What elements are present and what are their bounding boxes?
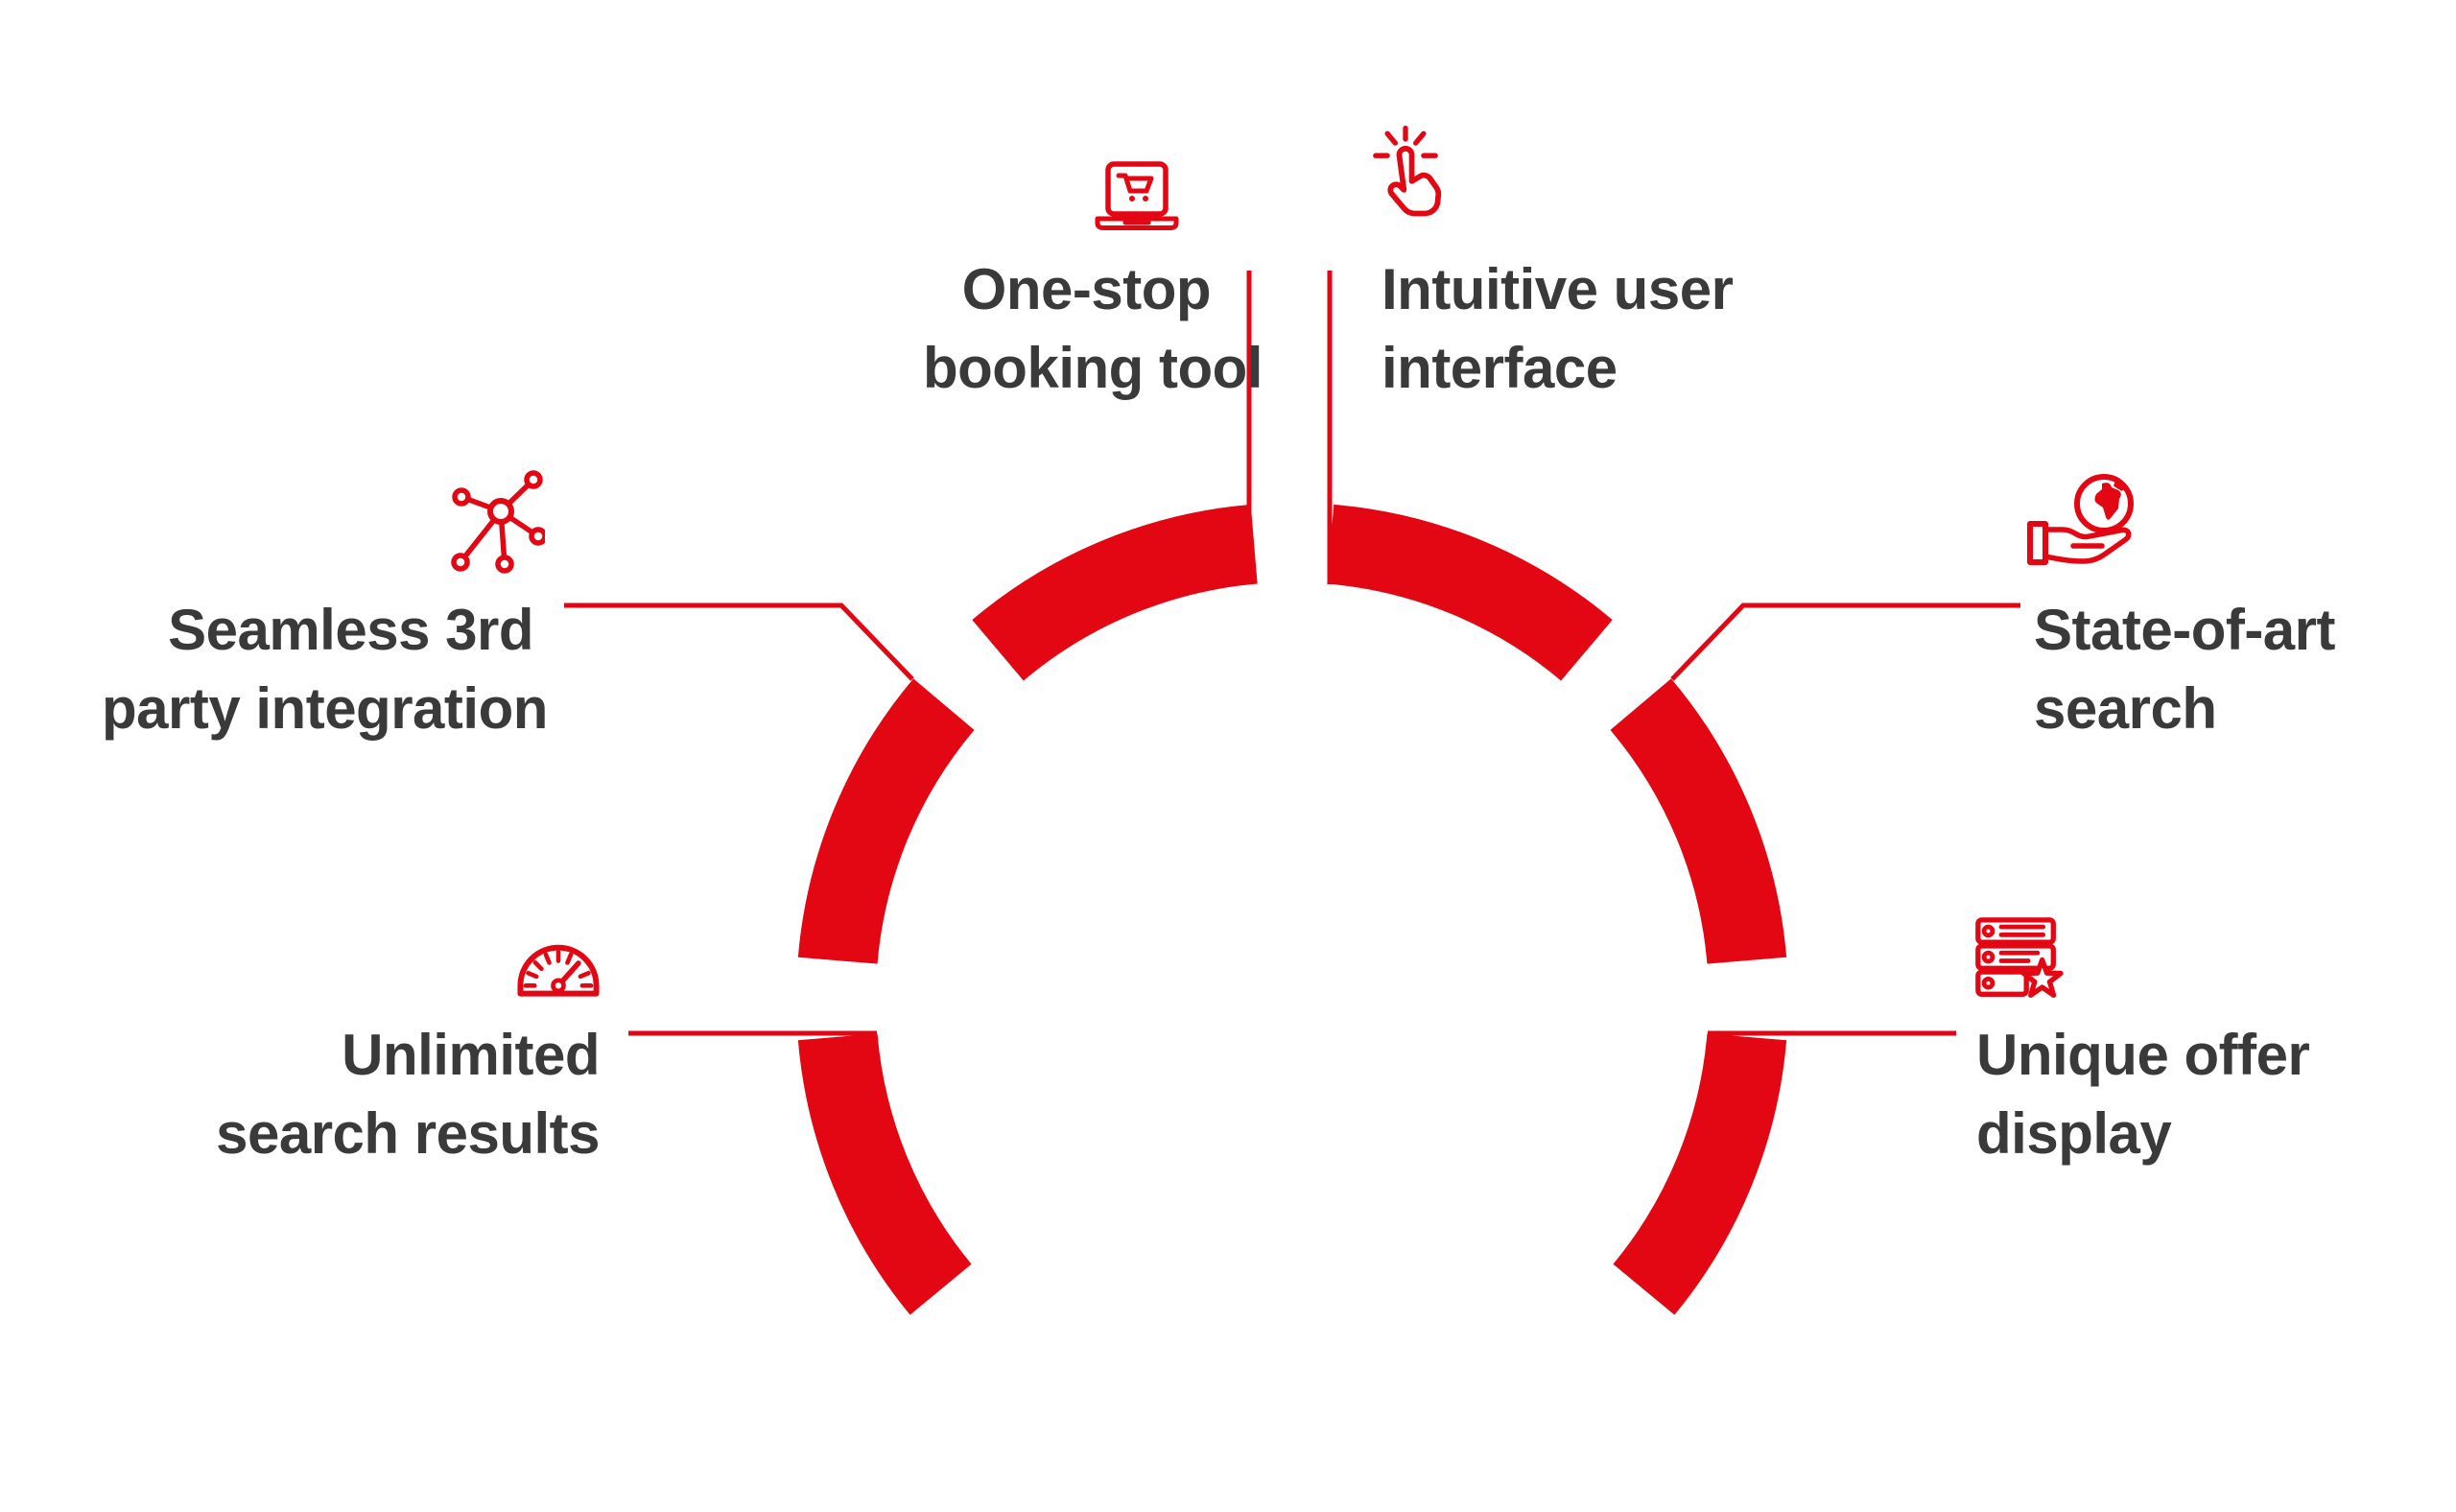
feature-label-state-of-art-search: State-of-art search [2034, 591, 2446, 748]
feature-label-line: State-of-art [2034, 598, 2336, 662]
network-icon [449, 468, 545, 576]
ring-segment-2 [972, 504, 1259, 681]
feature-label-line: Seamless 3rd [168, 598, 533, 662]
speedometer-icon [514, 933, 602, 1001]
feature-label-one-stop-booking-tool: One-stop booking tool [923, 250, 1263, 408]
connector-line-3 [1670, 602, 2020, 681]
feature-label-line: display [1976, 1101, 2172, 1166]
feature-label-seamless-3rd-party-integration: Seamless 3rd party integration [102, 591, 548, 748]
feature-label-line: search [2034, 676, 2217, 741]
hand-click-icon [1366, 125, 1445, 232]
feature-label-unique-offer-display: Unique offer display [1976, 1016, 2389, 1173]
feature-label-line: booking tool [923, 336, 1263, 400]
feature-label-unlimited-search-results: Unlimited search results [187, 1016, 600, 1173]
feature-label-intuitive-user-interface: Intuitive user interface [1382, 250, 1823, 408]
feature-label-line: party integration [102, 676, 548, 741]
feature-label-line: Intuitive user [1382, 257, 1734, 321]
ring-segment-0 [797, 1032, 972, 1315]
feature-label-line: Unique offer [1976, 1023, 2310, 1087]
globe-hand-icon [2027, 472, 2142, 570]
connector-line-2 [564, 602, 914, 681]
feature-label-line: Unlimited [342, 1023, 600, 1087]
ring-segment-1 [797, 678, 975, 965]
ring-segment-3 [1326, 504, 1613, 681]
ring-segment-5 [1613, 1032, 1787, 1315]
feature-label-line: interface [1382, 336, 1618, 400]
feature-label-line: search results [216, 1101, 600, 1166]
feature-label-line: One-stop [961, 257, 1212, 321]
laptop-cart-icon [1089, 159, 1185, 248]
ring-segment-4 [1610, 678, 1787, 965]
server-star-icon [1971, 916, 2064, 1004]
